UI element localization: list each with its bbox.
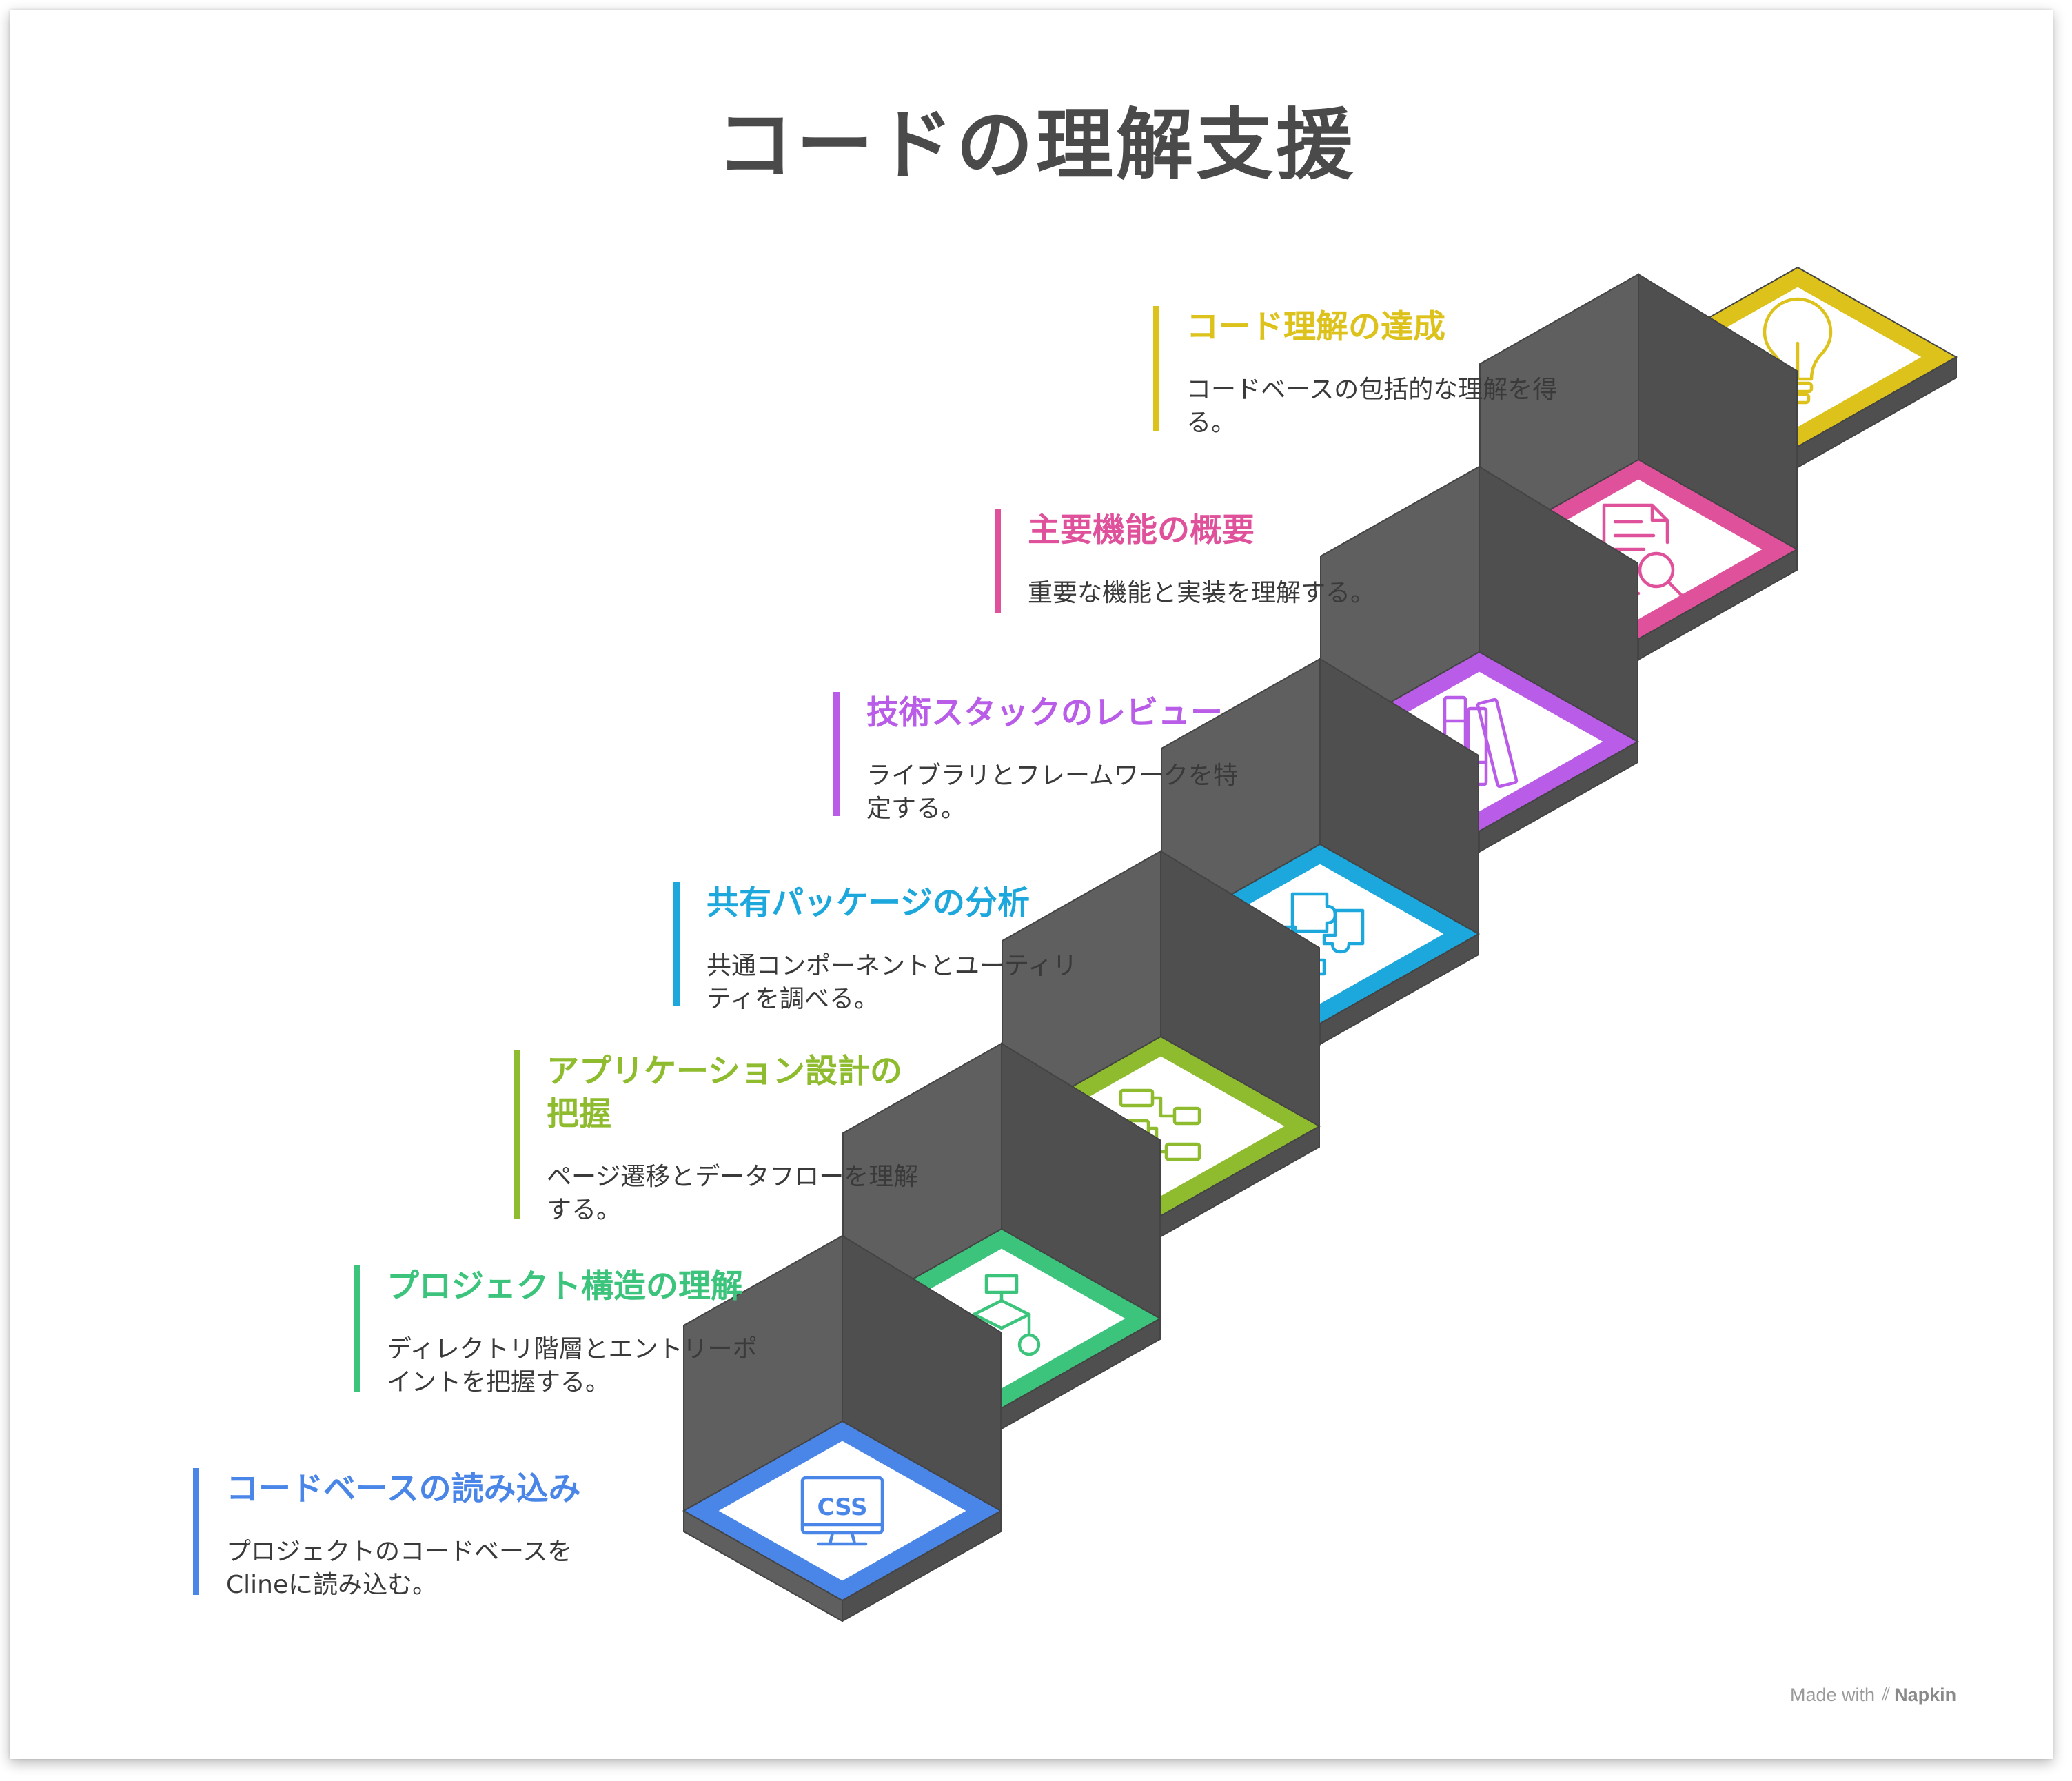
stair-tread-inner: [718, 1441, 966, 1581]
css-monitor-icon: CSS: [800, 1476, 884, 1546]
page-title: コードの理解支援: [716, 101, 1356, 190]
step-label-5: 技術スタックのレビューライブラリとフレームワークを特 定する。: [833, 692, 1357, 823]
watermark-prefix: Made with: [1790, 1684, 1876, 1705]
step-heading: コード理解の達成: [1186, 308, 1445, 346]
accent-bar: [354, 1265, 360, 1392]
step-description: コードベースの包括的な理解を得 る。: [1186, 376, 1558, 437]
accent-bar: [995, 509, 1001, 613]
step-description: ディレクトリ階層とエントリーポ イントを把握する。: [387, 1335, 758, 1396]
watermark-brand: Napkin: [1894, 1684, 1957, 1705]
step-label-3: アプリケーション設計の 把握ページ遷移とデータフローを理解 する。: [514, 1050, 1037, 1224]
stair-step-1: CSS: [682, 1234, 1003, 1622]
step-heading: アプリケーション設計の 把握: [547, 1052, 903, 1133]
step-heading: コードベースの読み込み: [226, 1470, 581, 1508]
diagram-card: [10, 10, 2053, 1759]
step-description: ページ遷移とデータフローを理解 する。: [547, 1163, 919, 1224]
step-description: 重要な機能と実装を理解する。: [1028, 579, 1376, 607]
accent-bar: [673, 882, 680, 1006]
step-label-6: 主要機能の概要重要な機能と実装を理解する。: [995, 509, 1519, 613]
step-label-7: コード理解の達成コードベースの包括的な理解を得 る。: [1153, 306, 1677, 437]
step-heading: 技術スタックのレビュー: [866, 694, 1223, 732]
accent-bar: [833, 692, 840, 816]
stair-step-2: [841, 1042, 1162, 1430]
svg-text:CSS: CSS: [817, 1494, 867, 1521]
napkin-logo-icon: ⫽: [1882, 1684, 1891, 1704]
step-description: 共通コンポーネントとユーティリ ティを調べる。: [707, 952, 1077, 1013]
step-label-4: 共有パッケージの分析共通コンポーネントとユーティリ ティを調べる。: [673, 882, 1197, 1013]
step-heading: 主要機能の概要: [1028, 511, 1255, 549]
step-heading: プロジェクト構造の理解: [387, 1268, 743, 1305]
watermark: Made with ⫽ Napkin: [1790, 1684, 1956, 1706]
accent-bar: [514, 1050, 520, 1219]
step-label-1: コードベースの読み込みプロジェクトのコードベースを Clineに読み込む。: [193, 1468, 717, 1599]
accent-bar: [1153, 306, 1159, 431]
step-description: プロジェクトのコードベースを Clineに読み込む。: [226, 1538, 573, 1599]
step-heading: 共有パッケージの分析: [707, 884, 1030, 922]
accent-bar: [193, 1468, 199, 1595]
step-label-2: プロジェクト構造の理解ディレクトリ階層とエントリーポ イントを把握する。: [354, 1265, 877, 1396]
step-description: ライブラリとフレームワークを特 定する。: [866, 762, 1238, 823]
